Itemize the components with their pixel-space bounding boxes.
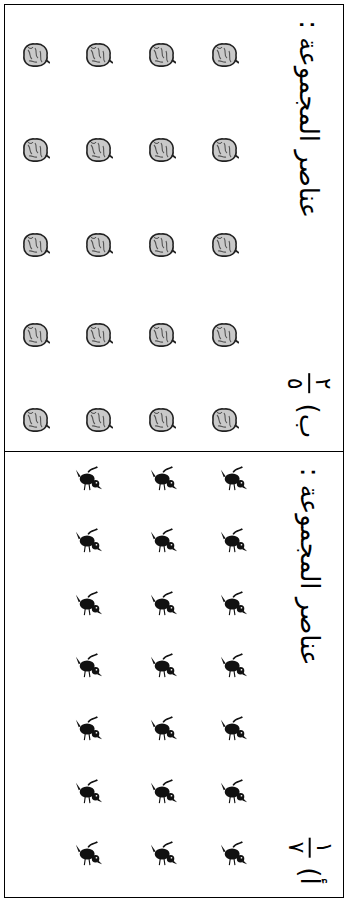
item-letter: أ) xyxy=(293,867,324,884)
apple xyxy=(24,324,50,346)
bird xyxy=(221,592,247,615)
denominator: ٥ xyxy=(283,378,307,390)
bird xyxy=(221,780,247,803)
bird xyxy=(221,842,247,865)
apple xyxy=(213,234,239,256)
bird xyxy=(151,592,177,615)
apple xyxy=(87,139,113,161)
set-label: عناصر المجموعة : xyxy=(293,467,324,665)
apple xyxy=(213,324,239,346)
apple xyxy=(213,409,239,431)
fraction: ١٧ xyxy=(283,837,335,857)
bird xyxy=(151,529,177,552)
bird xyxy=(151,467,177,490)
apple xyxy=(213,139,239,161)
apple xyxy=(150,44,176,66)
apples xyxy=(24,44,239,431)
bird xyxy=(151,717,177,740)
apple xyxy=(24,139,50,161)
bird xyxy=(221,467,247,490)
panel-box: أ) ١٧ عناصر المجموعة : xyxy=(4,451,344,898)
bird xyxy=(76,467,102,490)
apple xyxy=(150,234,176,256)
panel-box: ب) ٢٥ عناصر المجموعة : xyxy=(4,4,344,452)
bird xyxy=(151,654,177,677)
fraction-bar xyxy=(308,837,310,857)
apple xyxy=(150,409,176,431)
bird xyxy=(76,592,102,615)
bird xyxy=(76,717,102,740)
bird xyxy=(76,842,102,865)
bird xyxy=(151,842,177,865)
bird xyxy=(76,780,102,803)
apple xyxy=(87,324,113,346)
denominator: ٧ xyxy=(283,841,307,853)
bird xyxy=(151,780,177,803)
rotated-text-row: ب) ٢٥ عناصر المجموعة : xyxy=(283,20,335,438)
bird xyxy=(76,529,102,552)
bird xyxy=(221,529,247,552)
apple xyxy=(24,234,50,256)
bird xyxy=(221,717,247,740)
apple xyxy=(213,44,239,66)
apple xyxy=(24,409,50,431)
apple xyxy=(87,409,113,431)
fraction-bar xyxy=(308,374,310,394)
set-label: عناصر المجموعة : xyxy=(293,20,324,218)
numerator: ٢ xyxy=(311,378,335,390)
apple xyxy=(87,234,113,256)
apple xyxy=(150,324,176,346)
rotated-text-row: أ) ١٧ عناصر المجموعة : xyxy=(283,467,335,884)
fraction: ٢٥ xyxy=(283,374,335,394)
apple xyxy=(24,44,50,66)
birds xyxy=(76,467,247,865)
numerator: ١ xyxy=(311,841,335,853)
bird xyxy=(221,654,247,677)
apple xyxy=(150,139,176,161)
bird xyxy=(76,654,102,677)
apple xyxy=(87,44,113,66)
item-letter: ب) xyxy=(293,404,324,439)
